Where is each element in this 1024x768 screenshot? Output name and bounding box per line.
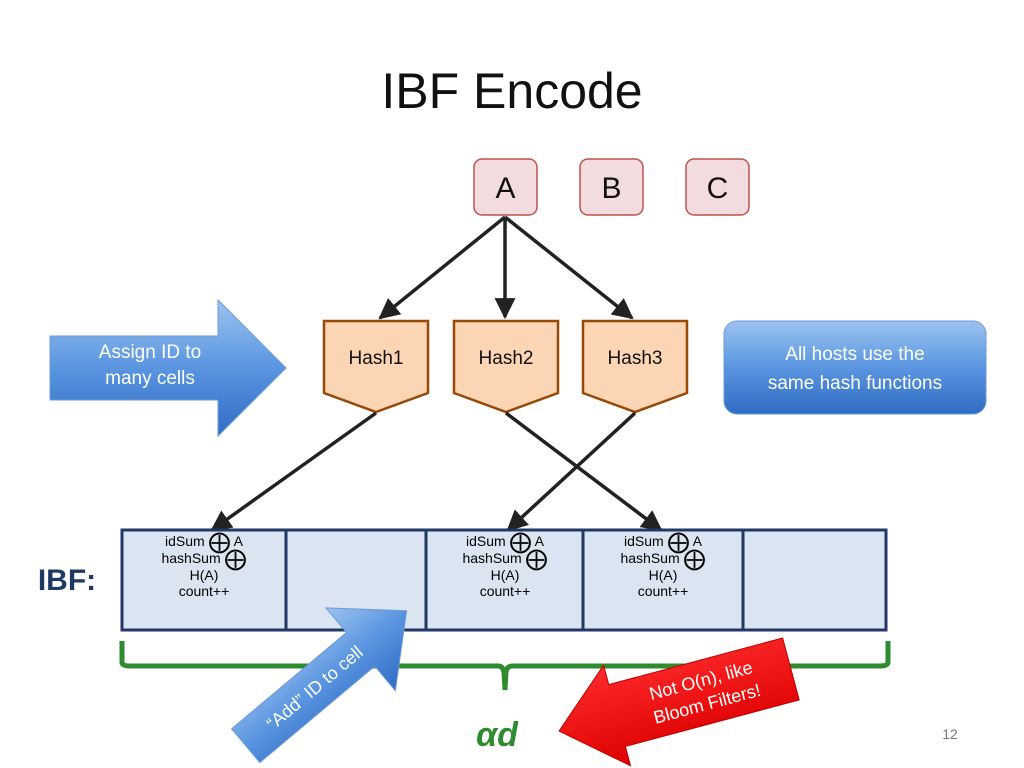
item-label-b: B (601, 172, 621, 205)
arrow-hash1-to-cell1 (210, 411, 378, 532)
hash-value: H(A) (648, 567, 678, 583)
ibf-size-brace (119, 641, 891, 691)
item-box-b: B (579, 158, 644, 216)
same-hash-callout: All hosts use the same hash functions (723, 320, 987, 415)
hash-sum-label: hashSum (161, 550, 221, 566)
xor-icon: ⨁ (509, 529, 532, 554)
assign-id-line2: many cells (105, 368, 195, 389)
hash-box-3: Hash3 (581, 319, 689, 414)
count-increment: count++ (637, 583, 689, 599)
hash-label-3: Hash3 (608, 348, 663, 369)
not-on-callout: Not O(n), like Bloom Filters! (558, 637, 800, 767)
ibf-cell-3-content: idSum ⨁ A hashSum ⨁ H(A) count++ (425, 531, 585, 600)
assign-id-callout: Assign ID to many cells (49, 298, 287, 438)
id-sum-value: A (534, 533, 545, 549)
ibf-table (120, 528, 888, 632)
hash-box-1: Hash1 (322, 319, 430, 414)
arrow-a-to-hash1 (378, 215, 507, 320)
xor-icon: ⨁ (683, 546, 706, 571)
item-box-c: C (685, 158, 750, 216)
hash-value: H(A) (189, 567, 219, 583)
hash-label-1: Hash1 (349, 348, 404, 369)
ibf-cell-4-content: idSum ⨁ A hashSum ⨁ H(A) count++ (583, 531, 743, 600)
hash-sum-label: hashSum (620, 550, 680, 566)
arrow-hash3-to-cell3 (506, 411, 637, 532)
xor-icon: ⨁ (525, 546, 548, 571)
id-sum-value: A (233, 533, 244, 549)
slide-number: 12 (942, 726, 958, 742)
hash-value: H(A) (490, 567, 520, 583)
arrow-hash2-to-cell4 (504, 411, 663, 532)
item-box-a: A (473, 158, 538, 216)
hash-box-2: Hash2 (452, 319, 560, 414)
same-hash-line1: All hosts use the (785, 344, 924, 365)
arrow-a-to-hash3 (503, 215, 634, 320)
id-sum-label: idSum (623, 533, 664, 549)
item-label-a: A (495, 172, 515, 205)
id-sum-label: idSum (465, 533, 506, 549)
count-increment: count++ (178, 583, 230, 599)
ibf-cell-1-content: idSum ⨁ A hashSum ⨁ H(A) count++ (124, 531, 284, 600)
xor-icon: ⨁ (667, 529, 690, 554)
ibf-label: IBF: (38, 564, 96, 597)
xor-icon: ⨁ (208, 529, 231, 554)
hash-label-2: Hash2 (479, 348, 534, 369)
assign-id-line1: Assign ID to (99, 342, 201, 363)
same-hash-line2: same hash functions (768, 373, 942, 394)
id-sum-label: idSum (164, 533, 205, 549)
slide-title: IBF Encode (381, 63, 643, 119)
ibf-cell-5 (741, 528, 888, 632)
id-sum-value: A (692, 533, 703, 549)
add-id-text: “Add” ID to cell (263, 642, 367, 734)
xor-icon: ⨁ (224, 546, 247, 571)
hash-sum-label: hashSum (462, 550, 522, 566)
item-label-c: C (707, 172, 729, 205)
ibf-size-label: αd (476, 716, 519, 754)
count-increment: count++ (479, 583, 531, 599)
